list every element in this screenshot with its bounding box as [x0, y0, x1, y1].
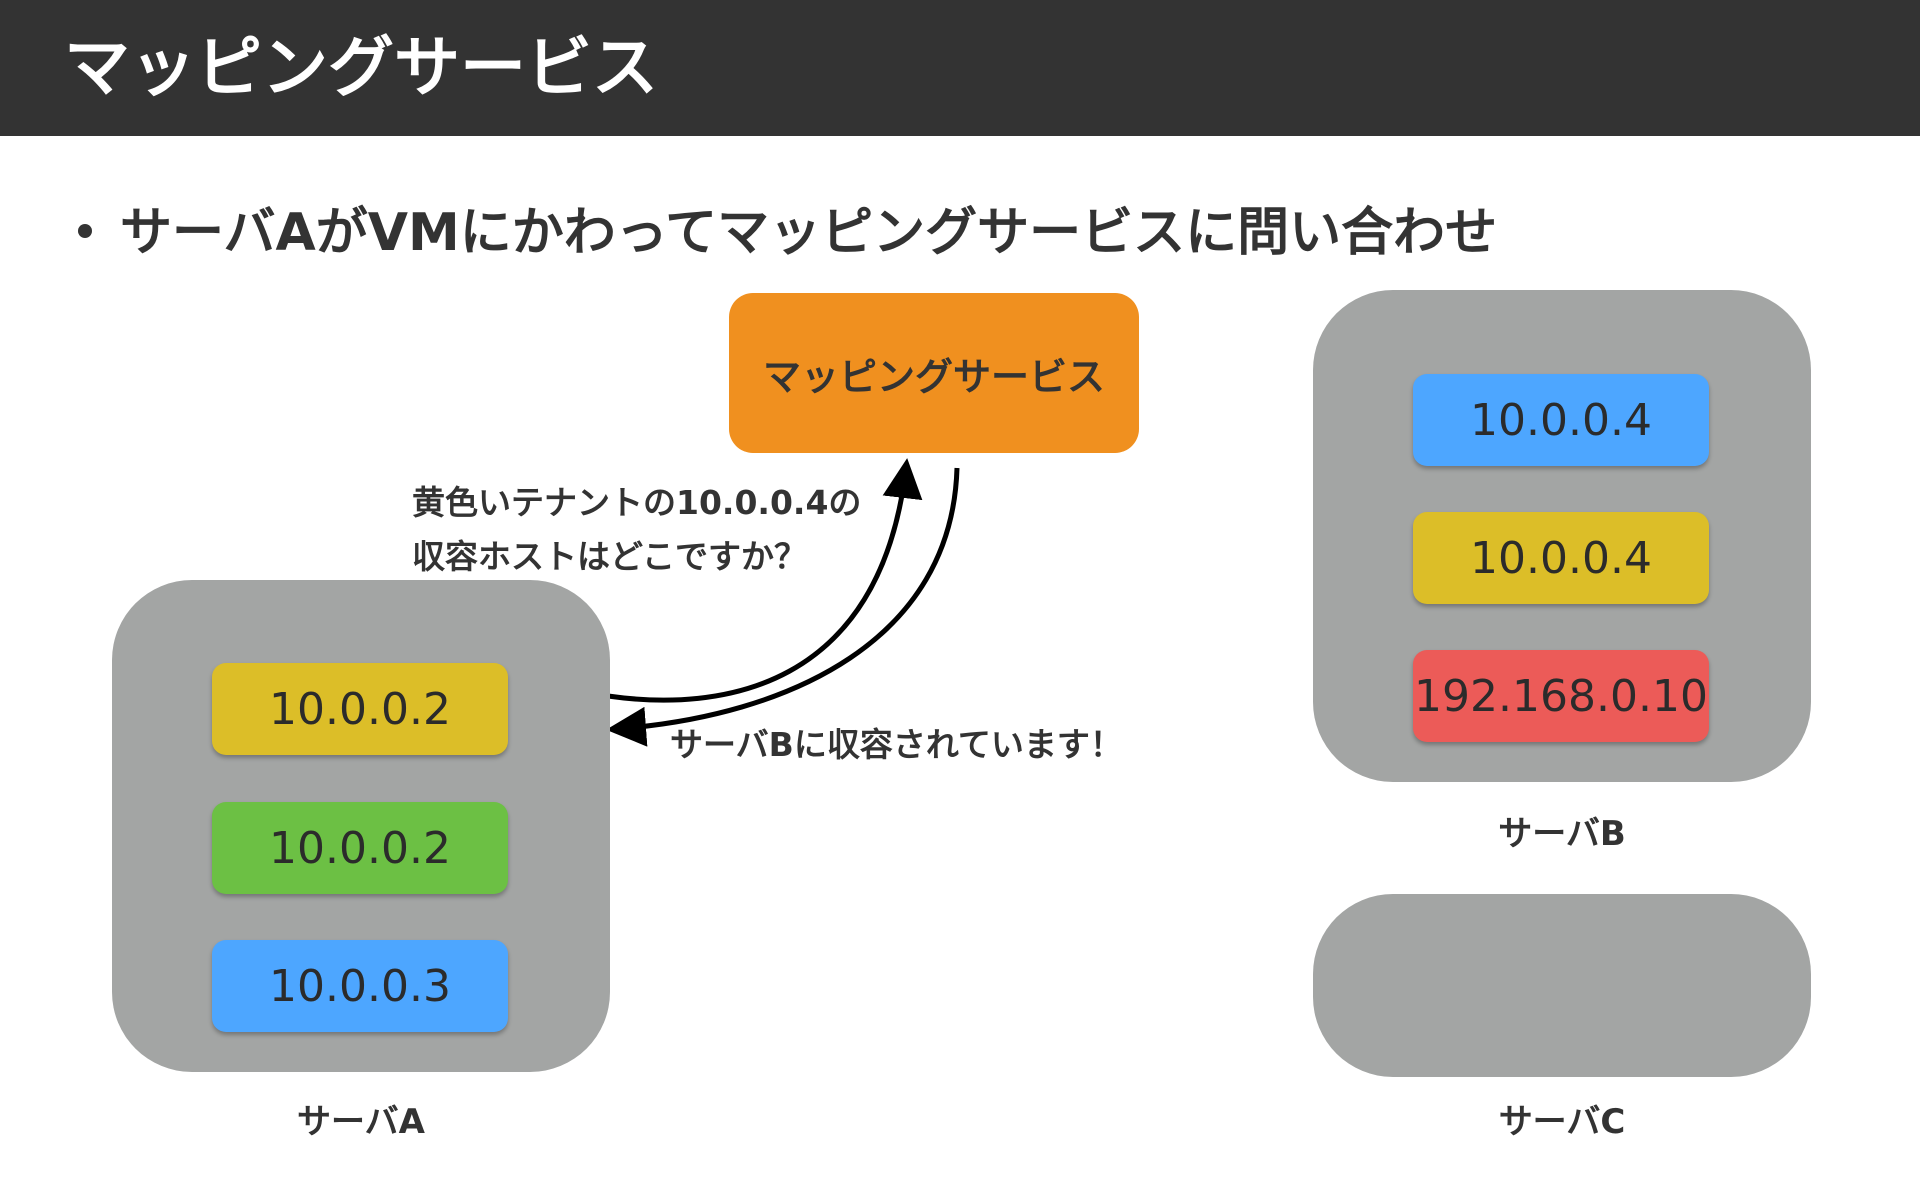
- vm-b-3: 192.168.0.10: [1413, 650, 1709, 742]
- query-arrow: [607, 458, 923, 703]
- reply-note: サーバBに収容されています！: [670, 725, 1123, 764]
- server-b-label: サーバB: [1498, 814, 1626, 854]
- server-c: [1313, 894, 1811, 1077]
- query-note-line1: 黄色いテナントの10.0.0.4の: [412, 483, 862, 522]
- mapping-service-box: マッピングサービス: [729, 293, 1139, 453]
- server-b: 10.0.0.4 10.0.0.4 192.168.0.10: [1313, 290, 1811, 782]
- query-note: 黄色いテナントの10.0.0.4の 収容ホストはどこですか？: [412, 476, 861, 584]
- bullet-dot-icon: [78, 224, 92, 238]
- slide-title: マッピングサービス: [64, 29, 658, 106]
- vm-b-2: 10.0.0.4: [1413, 512, 1709, 604]
- bullet-item: サーバAがVMにかわってマッピングサービスに問い合わせ: [78, 192, 1498, 263]
- server-c-label: サーバC: [1498, 1102, 1626, 1142]
- server-a: 10.0.0.2 10.0.0.2 10.0.0.3: [112, 580, 610, 1072]
- server-a-label: サーバA: [297, 1102, 425, 1142]
- vm-a-2: 10.0.0.2: [212, 802, 508, 894]
- bullet-text: サーバAがVMにかわってマッピングサービスに問い合わせ: [120, 202, 1498, 263]
- vm-a-1: 10.0.0.2: [212, 663, 508, 755]
- title-bar: マッピングサービス: [0, 0, 1920, 136]
- vm-a-3: 10.0.0.3: [212, 940, 508, 1032]
- reply-arrow: [606, 467, 960, 747]
- vm-b-1: 10.0.0.4: [1413, 374, 1709, 466]
- query-note-line2: 収容ホストはどこですか？: [412, 537, 808, 576]
